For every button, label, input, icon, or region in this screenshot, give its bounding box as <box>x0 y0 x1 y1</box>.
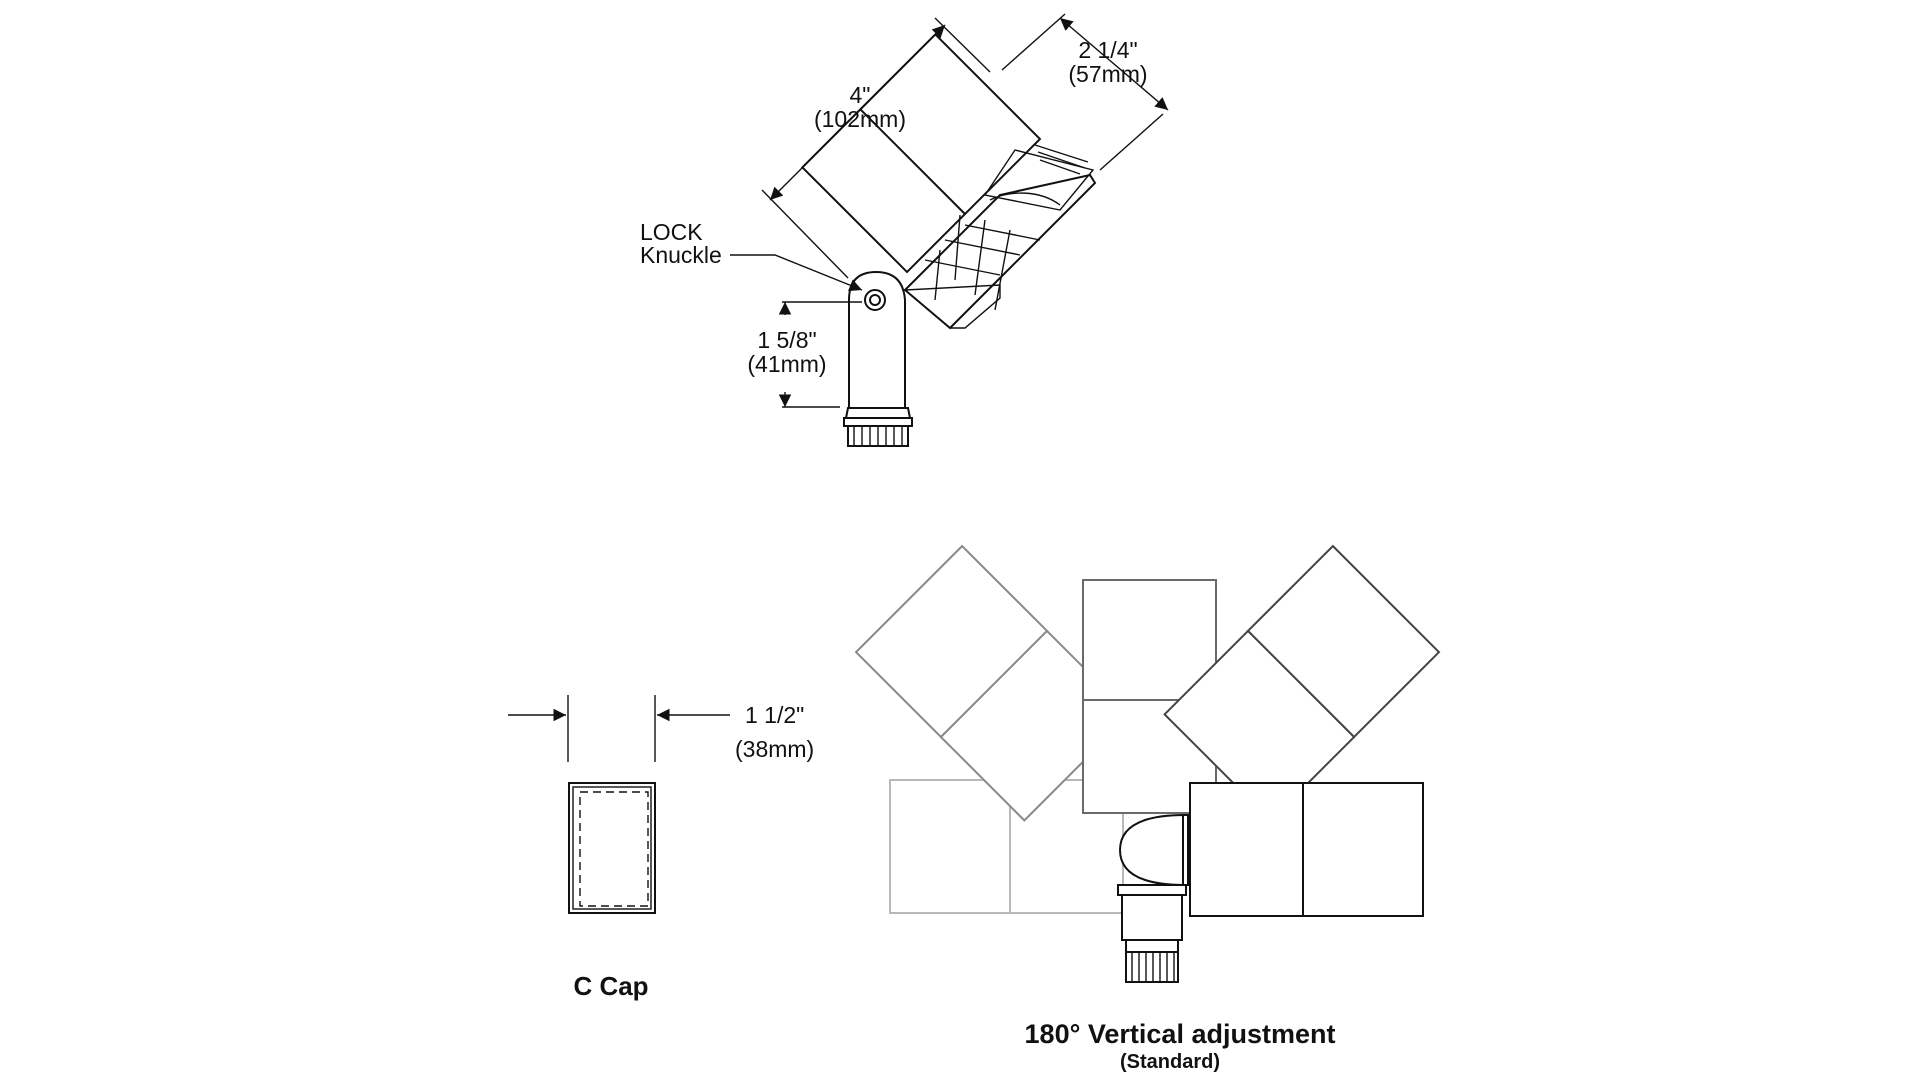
position-horizontal-right <box>1189 782 1424 917</box>
fixture-optic <box>903 144 1097 330</box>
height-dimension: 1 5/8" (41mm) <box>747 301 862 408</box>
height-dim-line1: 1 5/8" <box>757 327 816 353</box>
cap-width-line1: 1 1/2" <box>745 702 804 728</box>
cap-width-line2: (38mm) <box>735 736 814 762</box>
adjustment-subcaption: (Standard) <box>1120 1051 1220 1073</box>
length-dim-line1: 4" <box>850 82 871 108</box>
lock-label-line1: LOCK <box>640 219 703 245</box>
adjustment-caption: 180° Vertical adjustment <box>1025 1019 1336 1049</box>
width-dim-line1: 2 1/4" <box>1078 37 1137 63</box>
vertical-adjustment-view: 180° Vertical adjustment (Standard) <box>854 544 1441 1073</box>
c-cap-view: 1 1/2" (38mm) C Cap <box>508 695 814 1001</box>
angled-fixture-view: 4" (102mm) 2 1/4" (57mm) LOCK Knuckle 1 … <box>640 13 1169 447</box>
c-cap-caption: C Cap <box>573 971 648 1001</box>
lock-knuckle-callout: LOCK Knuckle <box>640 219 863 292</box>
lock-label-line2: Knuckle <box>640 242 722 268</box>
width-dimension: 2 1/4" (57mm) <box>1001 13 1169 171</box>
length-dimension: 4" (102mm) <box>761 17 991 279</box>
height-dim-line2: (41mm) <box>747 351 826 377</box>
c-cap-shape <box>568 782 656 914</box>
length-dim-line2: (102mm) <box>814 106 906 132</box>
width-dim-line2: (57mm) <box>1068 61 1147 87</box>
position-diagonal-right <box>1163 544 1441 822</box>
adjustment-knuckle-stem <box>1117 813 1189 983</box>
knuckle-and-stem <box>843 270 913 447</box>
